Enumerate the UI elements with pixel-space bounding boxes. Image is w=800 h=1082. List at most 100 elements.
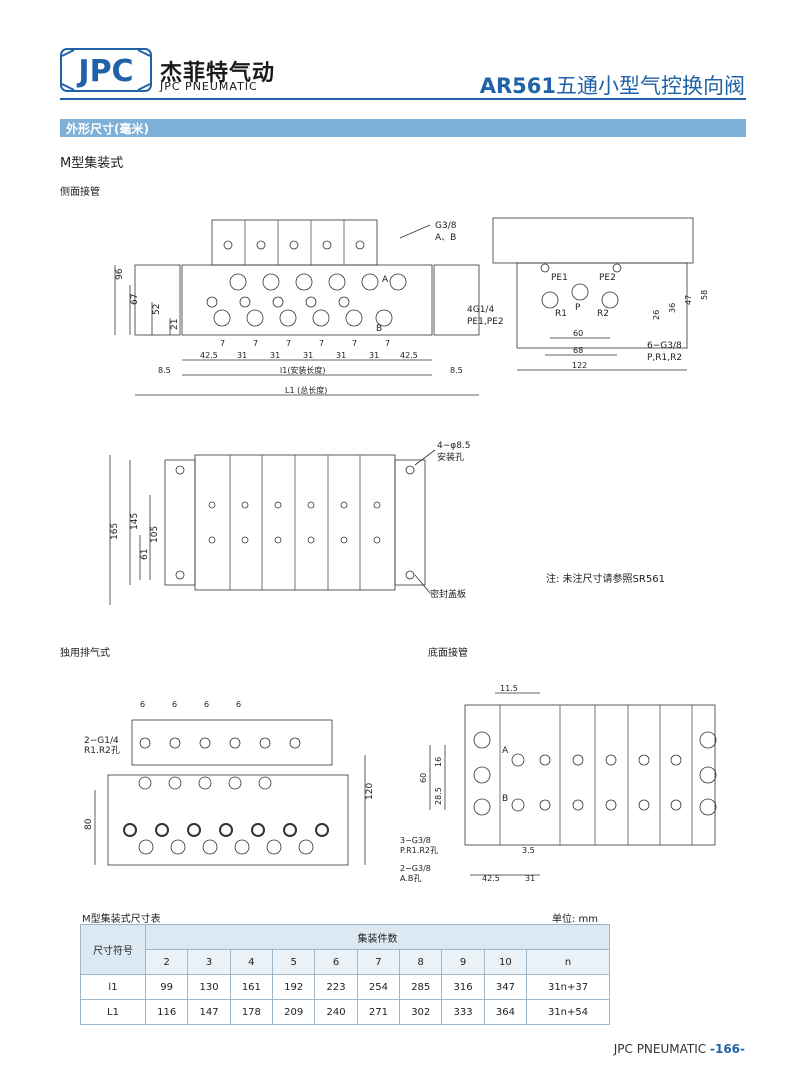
svg-text:16: 16 [434, 757, 443, 767]
svg-text:42.5: 42.5 [200, 351, 218, 360]
title-model: AR561 [479, 74, 556, 98]
svg-text:PE2: PE2 [599, 273, 616, 283]
svg-text:6: 6 [140, 700, 145, 709]
svg-text:P: P [575, 303, 581, 313]
count-cell: 7 [356, 949, 401, 975]
svg-text:6: 6 [204, 700, 209, 709]
table-cell: 254 [356, 974, 401, 1000]
count-cell: 4 [229, 949, 274, 975]
svg-text:3−G3/8: 3−G3/8 [400, 836, 431, 845]
table-cell: 161 [229, 974, 274, 1000]
svg-text:68: 68 [573, 346, 583, 355]
svg-text:60: 60 [419, 773, 428, 783]
svg-text:PE1: PE1 [551, 273, 568, 283]
svg-text:2−G1/4: 2−G1/4 [84, 736, 119, 746]
drawing-top-view: 165 145 105 61 4−φ8.5 安装孔 密封盖板 [109, 441, 471, 605]
svg-text:96: 96 [115, 268, 125, 280]
count-cell: 6 [314, 949, 358, 975]
page-header: JPC 杰菲特气动 JPC PNEUMATIC AR561五通小型气控换向阀 [0, 0, 800, 110]
svg-text:28.5: 28.5 [434, 787, 443, 805]
table-cell: 302 [399, 999, 443, 1025]
svg-text:31: 31 [303, 351, 313, 360]
table-unit: 单位: mm [552, 914, 599, 925]
svg-text:80: 80 [84, 818, 94, 830]
drawing-independent-exhaust: 6 6 6 6 2−G1/4 R1.R2孔 80 120 [84, 700, 375, 866]
svg-text:7: 7 [385, 339, 390, 348]
svg-text:11.5: 11.5 [500, 685, 518, 693]
svg-text:L1 (总长度): L1 (总长度) [285, 385, 327, 395]
table-cell: 99 [144, 974, 189, 1000]
svg-text:145: 145 [130, 513, 140, 530]
svg-text:31: 31 [237, 351, 247, 360]
svg-text:6: 6 [236, 700, 241, 709]
svg-text:67: 67 [130, 294, 140, 305]
count-cell: 10 [483, 949, 528, 975]
svg-text:31: 31 [270, 351, 280, 360]
svg-text:6: 6 [172, 700, 177, 709]
table-cell: 364 [483, 999, 528, 1025]
note-text: 注: 未注尺寸请参照SR561 [546, 574, 665, 585]
table-cell: 147 [187, 999, 231, 1025]
svg-text:42.5: 42.5 [482, 874, 500, 883]
subsection-side-pipe: 侧面接管 [60, 187, 100, 198]
svg-text:31: 31 [369, 351, 379, 360]
svg-text:42.5: 42.5 [400, 351, 418, 360]
svg-text:7: 7 [220, 339, 225, 348]
table-cell: 333 [441, 999, 485, 1025]
page-number: -166- [709, 1042, 745, 1056]
table-cell: 316 [441, 974, 485, 1000]
table-cell: 178 [229, 999, 274, 1025]
drawing-bottom-pipe: 11.5 60 16 28.5 A B 3−G3/8 P.R1.R2孔 2−G3… [400, 685, 717, 883]
svg-text:7: 7 [319, 339, 324, 348]
svg-text:2−G3/8: 2−G3/8 [400, 864, 431, 873]
svg-text:P,R1,R2: P,R1,R2 [647, 353, 682, 363]
table-cell: 116 [144, 999, 189, 1025]
svg-text:120: 120 [365, 783, 375, 800]
count-cell: 9 [441, 949, 485, 975]
svg-text:R1.R2孔: R1.R2孔 [84, 745, 120, 756]
table-cell: 240 [314, 999, 358, 1025]
svg-text:A.B孔: A.B孔 [400, 874, 421, 883]
svg-text:26: 26 [652, 310, 661, 320]
table-cell: 31n+54 [526, 999, 610, 1025]
svg-text:G3/8: G3/8 [435, 221, 457, 231]
svg-text:36: 36 [668, 303, 677, 313]
svg-text:密封盖板: 密封盖板 [430, 588, 466, 600]
svg-text:31: 31 [336, 351, 346, 360]
table-cell: 130 [187, 974, 231, 1000]
svg-text:JPC: JPC [76, 54, 133, 89]
table-group-header: 集装件数 [145, 924, 610, 950]
svg-text:52: 52 [152, 304, 162, 315]
svg-text:A、B: A、B [435, 233, 456, 243]
svg-text:PE1,PE2: PE1,PE2 [467, 317, 504, 327]
header-divider [60, 98, 746, 100]
count-cell: 5 [272, 949, 316, 975]
brand-name-en: JPC PNEUMATIC [160, 80, 258, 93]
svg-text:A: A [382, 275, 389, 285]
table-cell: 271 [356, 999, 401, 1025]
svg-text:165: 165 [110, 523, 120, 540]
page-footer: JPC PNEUMATIC -166- [614, 1042, 745, 1056]
svg-text:8.5: 8.5 [158, 366, 171, 375]
svg-text:R1: R1 [555, 309, 567, 319]
section-title: 外形尺寸(毫米) [66, 122, 149, 136]
title-name: 五通小型气控换向阀 [556, 74, 745, 98]
table-cell: 285 [399, 974, 443, 1000]
jpc-logo: JPC [60, 48, 152, 92]
footer-brand: JPC PNEUMATIC [613, 1042, 707, 1056]
svg-text:31: 31 [525, 874, 535, 883]
svg-text:B: B [376, 324, 382, 334]
row-label: L1 [80, 999, 146, 1025]
svg-text:安装孔: 安装孔 [437, 451, 464, 463]
svg-text:6−G3/8: 6−G3/8 [647, 341, 682, 351]
count-cell: 2 [144, 949, 189, 975]
table-cell: 347 [483, 974, 528, 1000]
svg-text:60: 60 [573, 329, 583, 338]
drawing-front-view: 96 67 52 21 G3/8 A、B A B 7 7 7 7 7 7 42.… [114, 219, 480, 396]
drawing-side-view: PE1 PE2 P R1 R2 4G1/4 PE1,PE2 6−G3/8 P,R… [467, 217, 709, 371]
